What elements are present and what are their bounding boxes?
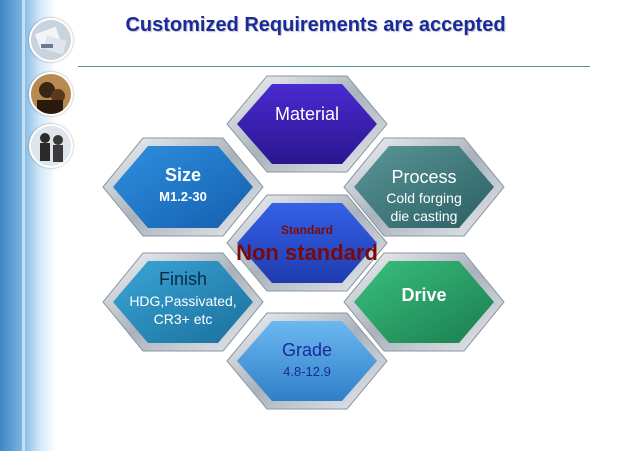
finish-hexagon — [102, 252, 264, 352]
drive-label: Drive — [401, 285, 447, 305]
drive-hexagon — [343, 252, 505, 352]
center-standard-label: Standard — [280, 223, 333, 237]
grade-hexagon — [226, 312, 388, 410]
finish-label: Finish — [158, 269, 207, 289]
documents-thumbnail — [29, 18, 73, 62]
title-divider — [78, 66, 590, 67]
material-hexagon — [226, 75, 388, 173]
people-thumbnail — [29, 72, 73, 116]
grade-range: 4.8-12.9 — [283, 364, 331, 379]
process-option-2: die casting — [390, 208, 458, 224]
size-range: M1.2-30 — [159, 189, 207, 204]
process-option-1: Cold forging — [386, 190, 462, 206]
finish-option-1: HDG,Passivated, — [129, 293, 237, 309]
finish-option-2: CR3+ etc — [153, 311, 213, 327]
size-hexagon — [102, 137, 264, 237]
process-label: Process — [391, 167, 457, 187]
size-label: Size — [164, 165, 202, 185]
business-thumbnail — [29, 124, 73, 168]
center-nonstandard-label: Non standard — [236, 240, 378, 265]
center-hexagon — [226, 194, 388, 292]
process-hexagon — [343, 137, 505, 237]
material-label: Material — [274, 104, 340, 124]
page-title: Customized Requirements are accepted — [125, 14, 506, 36]
grade-label: Grade — [281, 340, 333, 360]
